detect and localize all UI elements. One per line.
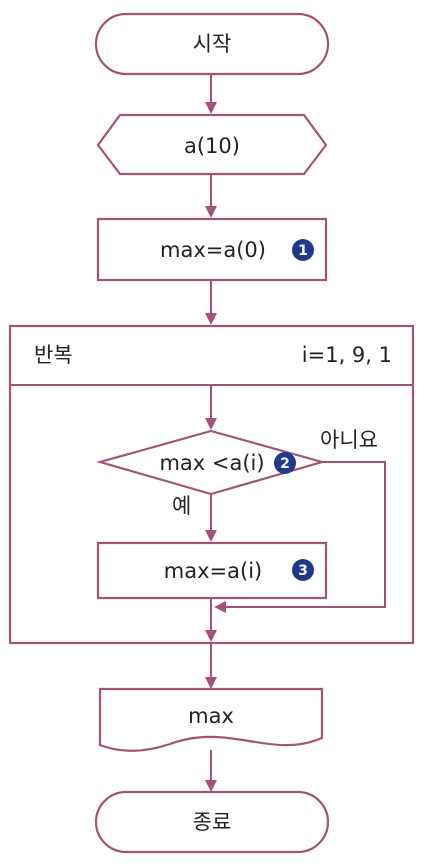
init-process-box: [96, 217, 328, 282]
input-hexagon: [96, 113, 328, 176]
start-label: 시작: [193, 32, 232, 56]
arrow-no-branch: [214, 601, 226, 613]
end-terminator: [94, 790, 330, 854]
loop-outer-box: [8, 324, 415, 645]
loop-label: 반복: [34, 343, 73, 367]
arrow-loop-output: [205, 677, 217, 689]
step-badge-1-number: 1: [298, 243, 308, 259]
step-badge-2-number: 2: [280, 456, 290, 472]
assign-process-box: [96, 541, 328, 600]
connector-no-branch: [224, 461, 386, 608]
init-label: max=a(0): [160, 238, 266, 262]
arrow-decision-assign: [205, 530, 217, 542]
step-badge-3: [292, 559, 314, 581]
output-label: max: [188, 704, 234, 728]
end-node: 종료: [94, 790, 330, 854]
decision-node: max <a(i) 2 예 아니요: [95, 428, 378, 518]
step-badge-2: [274, 452, 296, 474]
assign-node: max=a(i) 3: [96, 541, 328, 600]
start-node: 시작: [94, 12, 330, 76]
input-node: a(10): [96, 113, 328, 176]
decision-diamond: [95, 429, 327, 496]
loop-range: i=1, 9, 1: [302, 343, 392, 367]
init-node: max=a(0) 1: [96, 217, 328, 282]
step-badge-1: [292, 239, 314, 261]
end-label: 종료: [193, 810, 232, 834]
decision-yes-label: 예: [172, 494, 191, 518]
decision-label: max <a(i): [159, 451, 264, 475]
loop-block: 반복 i=1, 9, 1: [8, 324, 415, 645]
input-label: a(10): [184, 134, 240, 158]
arrow-start-input: [205, 102, 217, 114]
assign-label: max=a(i): [164, 559, 262, 583]
connectors: [205, 74, 386, 792]
arrow-loop-decision: [205, 418, 217, 430]
decision-no-label: 아니요: [320, 428, 378, 452]
output-node: max: [98, 687, 324, 752]
arrow-init-loop: [205, 313, 217, 325]
arrow-input-init: [205, 206, 217, 218]
start-terminator: [94, 12, 330, 76]
step-badge-3-number: 3: [298, 563, 308, 579]
arrow-output-end: [205, 780, 217, 792]
output-document: [98, 687, 324, 752]
arrow-assign-merge: [205, 630, 217, 642]
